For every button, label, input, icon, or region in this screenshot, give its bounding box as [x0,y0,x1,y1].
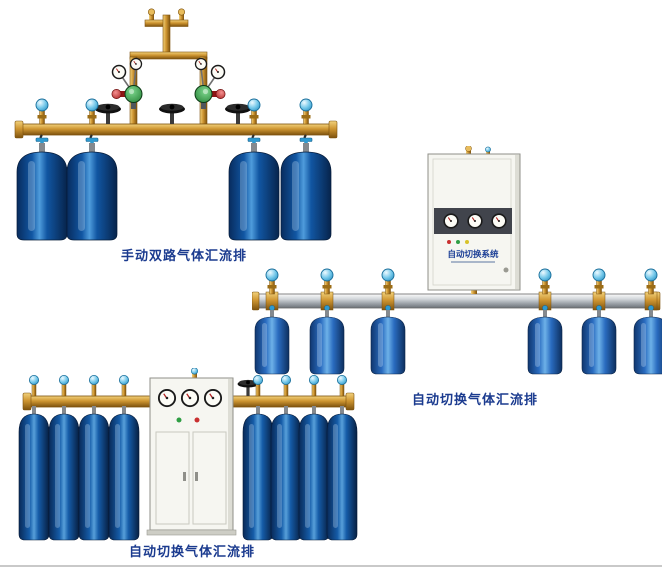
gas-cylinder [16,137,68,241]
pressure-regulators [111,57,226,110]
caption-auto-switch-manifold-2: 自动切换气体汇流排 [128,544,255,559]
gas-cylinder [48,405,80,541]
control-cabinet [146,368,237,536]
cabinet-door [155,431,190,525]
gas-cylinder [254,304,290,375]
caption-manual-dual-manifold: 手动双路气体汇流排 [120,248,247,263]
valve-handwheel-icon [225,103,251,124]
pressure-gauge-icon [203,388,223,408]
valve-handwheel-icon [95,103,121,124]
door-handle [195,472,198,481]
pressure-gauge-icon [129,57,143,71]
indicator-light [456,240,460,244]
pressure-gauge-icon [467,213,483,229]
cabinet-label: 自动切换系统 [447,249,499,259]
door-lock [503,267,509,273]
handwheel-valves [95,103,251,124]
pressure-gauge-icon [443,213,459,229]
manifold-pipe-assembly [14,8,338,139]
pressure-gauge-icon [111,64,127,80]
door-handle [183,472,186,481]
figure-auto-switch-manifold-wall: 自动切换系统 [252,146,662,375]
caption-auto-switch-manifold-1: 自动切换气体汇流排 [411,392,538,407]
indicator-light [194,417,200,423]
gas-cylinder [326,405,358,541]
gas-cylinder [108,405,140,541]
gas-cylinder [18,405,50,541]
control-cabinet: 自动切换系统 [427,146,521,294]
bottom-divider [0,565,662,567]
gas-cylinders [254,304,662,375]
valve-handwheel-icon [159,103,185,124]
pressure-gauge-icon [491,213,507,229]
gas-cylinder [298,405,330,541]
gas-cylinder [66,137,118,241]
pressure-gauge-icon [180,388,200,408]
gas-cylinder [527,304,563,375]
gas-cylinder [633,304,662,375]
gas-cylinder [270,405,302,541]
indicator-light [447,240,451,244]
indicator-light [176,417,182,423]
gas-cylinder [309,304,345,375]
gas-cylinder [370,304,406,375]
main-manifold-pipe [17,123,335,136]
gas-regulator [194,85,226,110]
gas-cylinder [242,405,274,541]
pressure-gauge-icon [157,388,177,408]
figure-manual-dual-manifold [14,8,338,241]
gas-cylinder [78,405,110,541]
gas-cylinder [581,304,617,375]
indicator-light [465,240,469,244]
pressure-gauge-icon [194,57,208,71]
figure-auto-switch-manifold-floor [18,368,358,541]
cabinet-door [192,431,227,525]
pressure-gauge-icon [210,64,226,80]
